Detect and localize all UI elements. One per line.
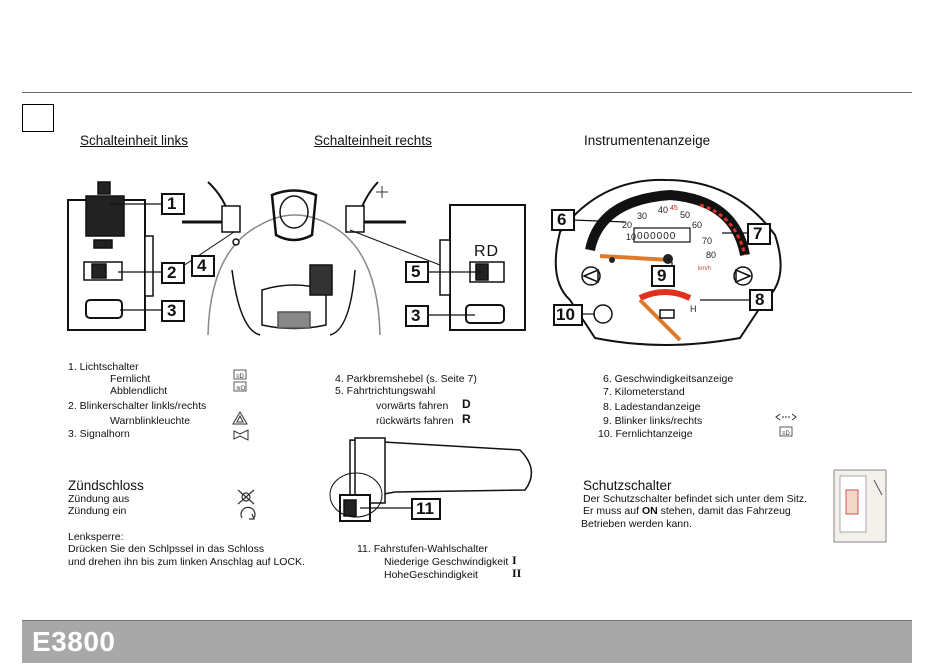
callout-5: 5	[411, 262, 421, 281]
steering-lock-line1: Drücken Sie den Schlpssel in das Schloss	[68, 543, 265, 555]
svg-text:≋D: ≋D	[236, 386, 246, 392]
fuse-line1: Der Schutzschalter befindet sich unter d…	[583, 493, 808, 505]
low-beam-icon: ≋D	[233, 381, 247, 392]
callout-box-3-right	[405, 305, 429, 327]
callout-1: 1	[167, 194, 177, 213]
tick-50: 50	[680, 210, 690, 220]
svg-text:≡D: ≡D	[236, 374, 245, 380]
list-item-1: 1. Lichtschalter	[68, 361, 139, 373]
fuse-title: Schutzschalter	[583, 478, 672, 493]
callout-box-8	[749, 289, 773, 311]
callout-box-10	[553, 304, 583, 326]
footer-bar: E3800	[22, 620, 912, 663]
tick-45: 45	[670, 205, 678, 212]
heading-right-switch: Schalteinheit rechts	[314, 133, 432, 148]
callout-box-4	[191, 255, 215, 277]
left-callout-lines	[110, 203, 162, 311]
callout-9: 9	[657, 266, 667, 285]
svg-text:≡D: ≡D	[782, 431, 791, 437]
callout-6: 6	[557, 210, 567, 229]
tick-30: 30	[637, 211, 647, 221]
page-number-box	[22, 104, 54, 132]
high-beam-indicator-icon: ≡D	[779, 426, 793, 437]
list-item-10: 10. Fernlichtanzeige	[598, 428, 693, 440]
callout-boxes	[161, 193, 773, 520]
ignition-off: Zündung aus	[68, 493, 130, 505]
list-item-4: 4. Parkbremshebel (s. Seite 7)	[335, 373, 477, 385]
gear-high-label: HoheGeschindigkeit	[384, 569, 478, 581]
hazard-icon	[232, 411, 248, 425]
right-switch-unit	[439, 204, 526, 331]
tick-70: 70	[702, 236, 712, 246]
list-item-9: 9. Blinker links/rechts	[603, 415, 703, 427]
gauge-unit: km/h	[698, 266, 711, 272]
list-item-1b: Abblendlicht	[110, 385, 168, 397]
ignition-on: Zündung ein	[68, 505, 127, 517]
high-beam-icon: ≡D	[233, 369, 247, 380]
tick-60: 60	[692, 220, 702, 230]
callout-2: 2	[167, 263, 177, 282]
tick-10: 10	[626, 232, 636, 242]
drive-code-d: D	[462, 397, 471, 411]
key-off-icon	[237, 489, 255, 505]
callout-box-9	[651, 265, 675, 287]
list-item-1a: Fernlicht	[110, 373, 151, 385]
gauge-tick-labels: 10 20 30 40 45 50 60 70 80 000000 km/h H	[622, 205, 716, 314]
steering-lock-line2: und drehen ihn bis zum linken Anschlag a…	[68, 556, 305, 568]
top-rule	[22, 92, 912, 93]
gear-selector-title: 11. Fahrstufen-Wahlschalter	[357, 543, 488, 555]
list-item-5b: rückwärts fahren	[376, 415, 454, 427]
callout-3-right: 3	[411, 306, 421, 325]
fuse-line3: Betrieben werden kann.	[581, 518, 692, 530]
list-item-6: 6. Geschwindigkeitsanzeige	[603, 373, 734, 385]
tick-20: 20	[622, 220, 632, 230]
callout-3-left: 3	[167, 301, 177, 320]
callout-box-5	[405, 261, 429, 283]
heading-left-switch: Schalteinheit links	[80, 133, 189, 148]
callout-7: 7	[753, 224, 763, 243]
gear-low-code: I	[512, 553, 517, 567]
model-name: E3800	[32, 626, 116, 657]
odometer-digits: 000000	[637, 231, 676, 242]
horn-icon	[233, 429, 249, 441]
gauge-callout-lines	[571, 219, 750, 315]
list-item-5: 5. Fahrtrichtungswahl	[335, 385, 436, 397]
diagram-illustrations: 10 20 30 40 45 50 60 70 80 000000 km/h H…	[67, 178, 887, 543]
callout-box-11	[411, 498, 441, 520]
handlebar-drawing	[179, 181, 441, 336]
list-item-8: 8. Ladestandanzeige	[603, 401, 701, 413]
callout-4: 4	[197, 256, 207, 275]
left-switch-unit	[67, 181, 154, 331]
fuel-high-mark: H	[690, 304, 697, 314]
fuse-photo	[833, 469, 887, 543]
list-item-3: 3. Signalhorn	[68, 428, 130, 440]
callout-box-6	[551, 209, 575, 231]
fuse-line2: Er muss auf ON stehen, damit das Fahrzeu…	[583, 505, 791, 517]
crosshair-mark	[376, 186, 388, 198]
callout-box-2	[161, 262, 185, 284]
drive-code-r: R	[462, 412, 471, 426]
callout-11: 11	[416, 499, 434, 518]
callout-10: 10	[556, 305, 575, 324]
callout-box-7	[747, 223, 771, 245]
key-on-icon	[240, 506, 256, 520]
gear-low-label: Niederige Geschwindigkeit	[384, 556, 509, 568]
gear-selector-drawing	[329, 437, 533, 522]
list-item-2: 2. Blinkerschalter linkls/rechts	[68, 400, 207, 412]
heading-instruments: Instrumentenanzeige	[584, 133, 711, 148]
tick-80: 80	[706, 250, 716, 260]
rd-label: RD	[474, 243, 500, 260]
turn-signal-icon	[775, 413, 797, 421]
callout-box-1	[161, 193, 185, 215]
steering-lock-title: Lenksperre:	[68, 531, 124, 543]
callout-box-3-left	[161, 300, 185, 322]
list-item-5a: vorwärts fahren	[376, 400, 449, 412]
right-callout-lines	[428, 271, 482, 316]
list-item-7: 7. Kilometerstand	[603, 386, 685, 398]
callout-8: 8	[755, 290, 765, 309]
ignition-title: Zündschloss	[68, 478, 144, 493]
list-item-2a: Warnblinkleuchte	[110, 415, 191, 427]
tick-40: 40	[658, 205, 668, 215]
gear-high-code: II	[512, 566, 522, 580]
